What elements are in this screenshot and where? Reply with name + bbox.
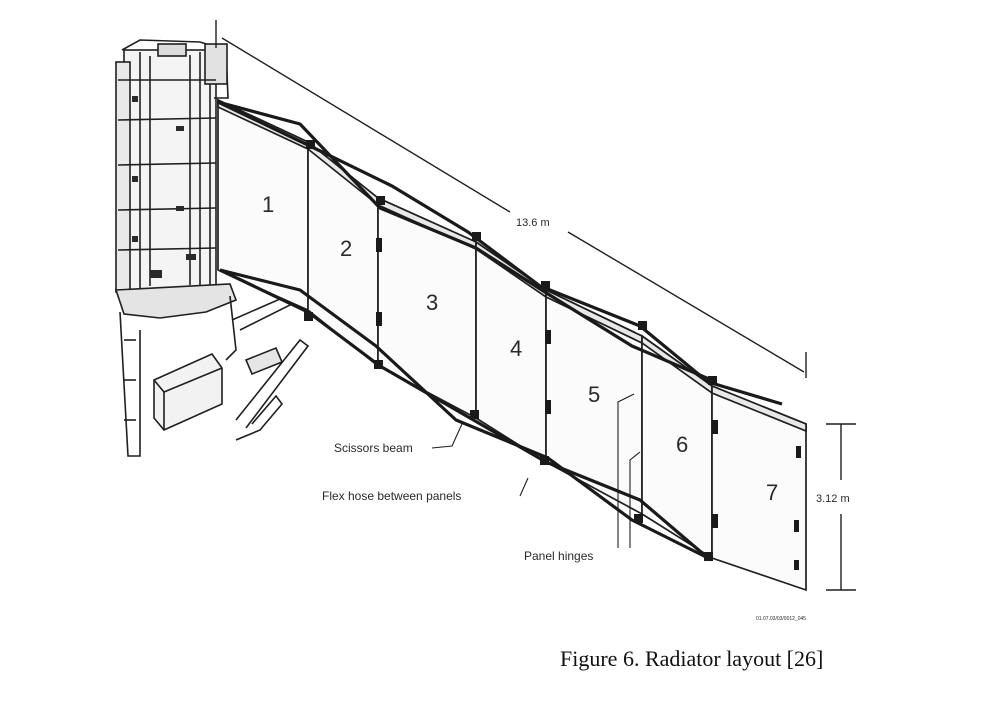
- mounting-structure: [114, 39, 310, 457]
- panel-number-3: 3: [426, 290, 438, 315]
- height-dimension-label: 3.12 m: [816, 493, 850, 505]
- panel-number-6: 6: [676, 432, 688, 457]
- radiator-panel-edge-7: [711, 384, 807, 433]
- panel-number-4: 4: [510, 336, 522, 361]
- callout-scissors-beam: Scissors beam: [334, 441, 413, 455]
- callout-flex-hose: Flex hose between panels: [322, 489, 461, 503]
- panel-number-2: 2: [340, 236, 352, 261]
- panel-number-7: 7: [766, 480, 778, 505]
- panel-number-1: 1: [262, 192, 274, 217]
- height-dimension: [826, 423, 856, 591]
- callout-panel-hinges: Panel hinges: [524, 549, 593, 563]
- length-dimension: [215, 20, 807, 378]
- figure-caption: Figure 6. Radiator layout [26]: [560, 646, 824, 671]
- drawing-id: 01.07.03/03/0012_045: [756, 616, 806, 622]
- panel-number-5: 5: [588, 382, 600, 407]
- callout-leaders: [431, 393, 641, 548]
- radiator-panel-7: [711, 384, 807, 592]
- panel-hinges: [304, 140, 801, 570]
- length-dimension-label: 13.6 m: [516, 217, 550, 229]
